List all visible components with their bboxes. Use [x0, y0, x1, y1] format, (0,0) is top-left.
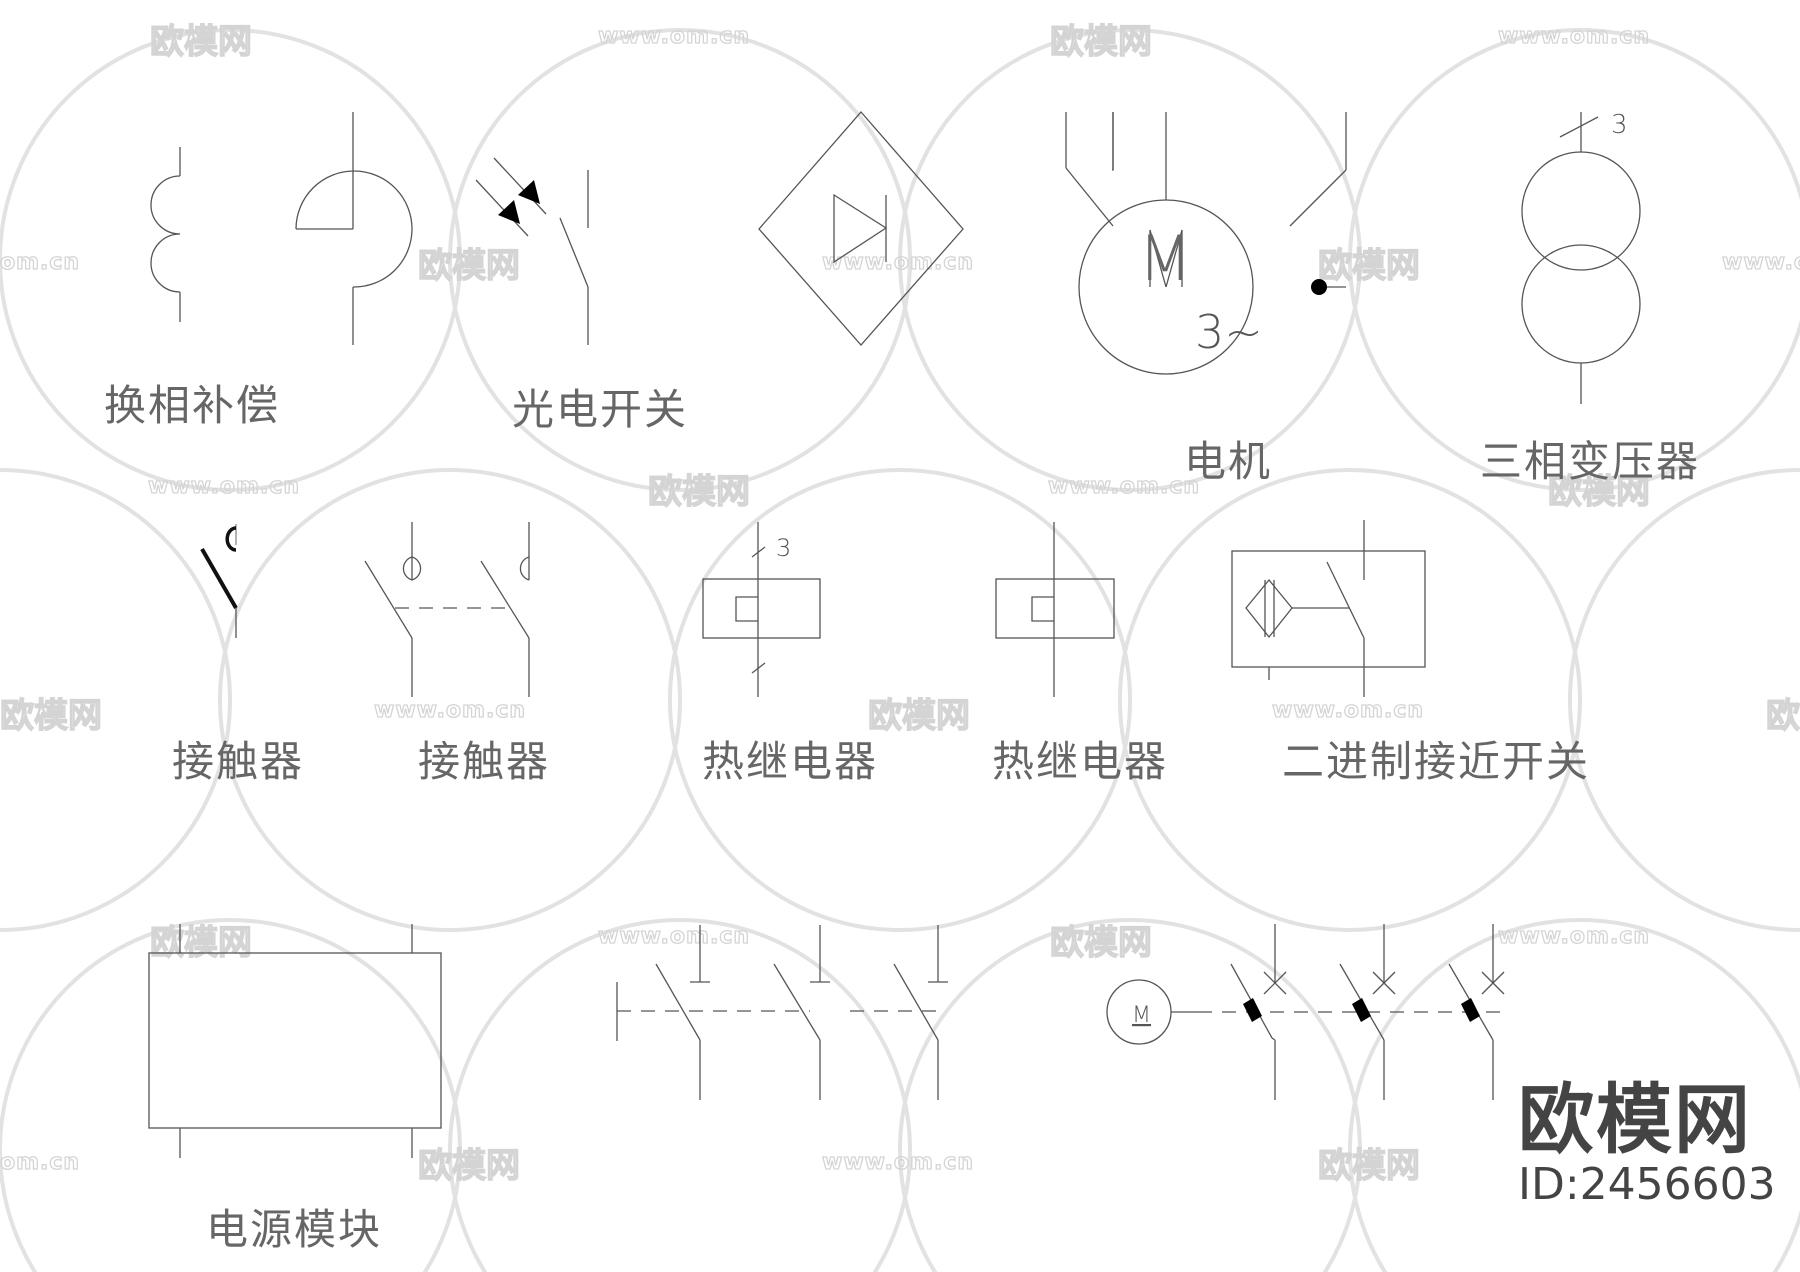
watermark-brand: 欧模网 — [417, 245, 520, 286]
watermark-url: www.om.cn — [1497, 923, 1651, 949]
binary-proximity-switch-symbol — [1231, 520, 1426, 697]
label-phase-compensation: 换相补偿 — [103, 381, 281, 430]
label-binary-proximity-switch: 二进制接近开关 — [1281, 737, 1591, 786]
watermark-brand: 欧模网 — [0, 695, 103, 736]
breaker-block-2 — [1352, 998, 1371, 1022]
watermark-url: www.om.cn — [597, 923, 751, 949]
motor-breaker-symbol — [1106, 924, 1505, 1100]
watermark-brand: 欧模网 — [1317, 1145, 1420, 1186]
watermark-url: www.om.cn — [1047, 473, 1201, 499]
rectifier-bridge-symbol — [758, 111, 964, 346]
thermal-relay-symbol — [702, 522, 821, 697]
label-thermal-relay-1: 热继电器 — [701, 737, 879, 786]
watermark-url: www.om.cn — [597, 23, 751, 49]
watermark-brand: 欧模网 — [1049, 21, 1152, 62]
three-pole-switch-symbol — [616, 925, 948, 1100]
thermal-relay-symbol-2 — [995, 522, 1115, 697]
watermark-brand: 欧模网 — [1317, 245, 1420, 286]
label-photoelectric-switch: 光电开关 — [511, 385, 689, 434]
label-thermal-relay-2: 热继电器 — [991, 737, 1169, 786]
brand-block: 欧模网 ID:2456603 — [1518, 1080, 1776, 1210]
contactor-single-symbol — [200, 524, 238, 638]
watermark-brand: 欧模网 — [1765, 695, 1800, 736]
watermark-brand: 欧模网 — [417, 1145, 520, 1186]
photo-arrow-2 — [498, 200, 520, 224]
label-power-module: 电源模块 — [205, 1205, 383, 1254]
watermark-brand: 欧模网 — [149, 21, 252, 62]
small-motor-letter: M — [1132, 1003, 1151, 1028]
watermark-url: www.om.cn — [1497, 23, 1651, 49]
brand-name: 欧模网 — [1518, 1075, 1752, 1164]
photo-arrow-1 — [518, 180, 540, 204]
motor-symbol — [1065, 112, 1347, 375]
watermark-url: www.om.cn — [821, 1149, 975, 1175]
contactor-double-symbol — [364, 522, 530, 697]
relay-count-text: 3 — [776, 534, 791, 562]
photoelectric-switch-symbol — [475, 157, 589, 345]
watermark-url: om.cn — [0, 249, 81, 275]
breaker-block-3 — [1461, 998, 1480, 1022]
watermark-url: www.om.cn — [373, 697, 527, 723]
label-motor: 电机 — [1183, 437, 1273, 486]
phase-compensation-coil-symbol — [150, 147, 181, 322]
phase-compensation-machine-symbol — [295, 112, 413, 345]
watermark-url: www.om.cn — [1271, 697, 1425, 723]
label-three-phase-transformer: 三相变压器 — [1479, 437, 1701, 486]
breaker-block-1 — [1243, 998, 1262, 1022]
label-contactor-2: 接触器 — [417, 737, 551, 786]
watermark-url: www.om.cn — [1721, 249, 1800, 275]
watermark-url: www.om.cn — [147, 473, 301, 499]
watermark-brand: 欧模网 — [149, 922, 252, 963]
motor-terminal-dot — [1311, 279, 1327, 295]
power-module-symbol — [148, 924, 442, 1158]
motor-letter: M — [1138, 222, 1194, 295]
motor-phase-text: 3~ — [1195, 305, 1263, 359]
watermark-brand: 欧模网 — [1049, 922, 1152, 963]
transformer-count-text: 3 — [1611, 110, 1628, 140]
watermark-brand: 欧模网 — [647, 471, 750, 512]
three-phase-transformer-symbol — [1521, 112, 1641, 404]
brand-id: ID:2456603 — [1518, 1159, 1776, 1210]
label-contactor-1: 接触器 — [171, 737, 305, 786]
watermark-brand: 欧模网 — [867, 695, 970, 736]
watermark-url: om.cn — [0, 1149, 81, 1175]
watermark-brand: 欧模网 — [1547, 471, 1650, 512]
